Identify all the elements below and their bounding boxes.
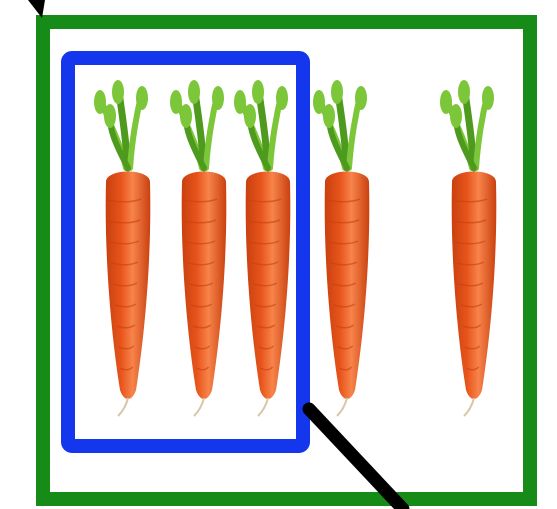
carrot	[170, 80, 226, 416]
carrot-root	[258, 398, 268, 416]
carrot-row	[94, 80, 496, 416]
carrot	[94, 80, 150, 416]
carrot	[440, 80, 496, 416]
carrot-root	[464, 398, 474, 416]
carrot	[234, 80, 290, 416]
carrot-leaves	[313, 80, 367, 168]
carrot-root	[337, 398, 347, 416]
carrot-root	[118, 398, 128, 416]
carrot-leaves	[94, 80, 148, 168]
carrot-leaves	[234, 80, 288, 168]
carrot-leaves	[440, 80, 494, 168]
carrot	[313, 80, 369, 416]
carrot-root	[194, 398, 204, 416]
carrot-leaves	[170, 80, 224, 168]
